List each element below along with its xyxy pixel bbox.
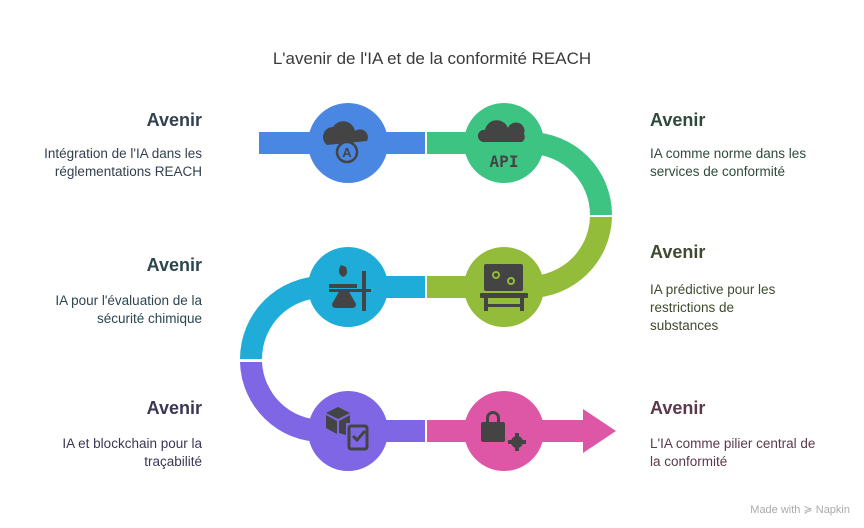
- napkin-watermark: Made with ≽ Napkin: [750, 504, 850, 516]
- step-3-text: IA prédictive pour les restrictions de s…: [650, 282, 776, 333]
- presentation-board-icon: [480, 264, 528, 311]
- step-4-text: IA pour l'évaluation de la sécurité chim…: [55, 293, 202, 326]
- cloud-api-icon: API: [477, 120, 525, 171]
- step-5-heading: Avenir: [146, 398, 202, 418]
- step-2-circle: [464, 103, 544, 183]
- lock-gear-icon: [481, 411, 526, 451]
- box-checklist-icon: [326, 407, 369, 451]
- step-4-heading: Avenir: [146, 255, 202, 275]
- step-2-text: IA comme norme dans les services de conf…: [650, 146, 807, 179]
- step-6-heading: Avenir: [650, 398, 706, 418]
- step-3-heading: Avenir: [650, 242, 706, 262]
- step-6-label: Avenir L'IA comme pilier central de la c…: [650, 398, 850, 471]
- step-2-heading: Avenir: [650, 110, 706, 130]
- chemistry-lab-icon: [329, 265, 371, 311]
- diagram-title: L'avenir de l'IA et de la conformité REA…: [272, 49, 592, 68]
- step-3-label: Avenir IA prédictive pour les restrictio…: [650, 242, 850, 335]
- step-1-heading: Avenir: [146, 110, 202, 130]
- step-1-label: Avenir Intégration de l'IA dans les régl…: [2, 110, 202, 181]
- step-5-text: IA et blockchain pour la traçabilité: [62, 436, 202, 469]
- step-4-label: Avenir IA pour l'évaluation de la sécuri…: [2, 255, 202, 328]
- svg-text:API: API: [490, 152, 519, 171]
- cloud-ai-sync-icon: A: [323, 121, 368, 164]
- step-1-text: Intégration de l'IA dans les réglementat…: [44, 146, 202, 179]
- step-6-text: L'IA comme pilier central de la conformi…: [650, 436, 816, 469]
- step-2-label: Avenir IA comme norme dans les services …: [650, 110, 850, 181]
- svg-text:A: A: [342, 145, 352, 160]
- step-5-label: Avenir IA et blockchain pour la traçabil…: [2, 398, 202, 471]
